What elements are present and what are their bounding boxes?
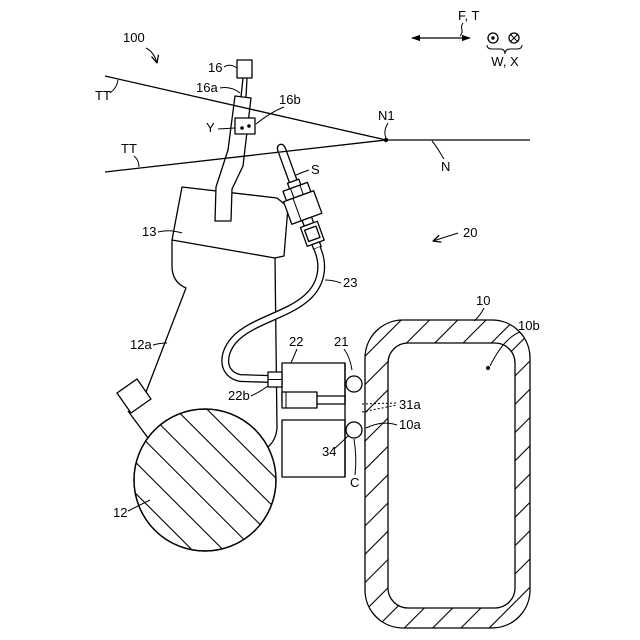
label-16a: 16a bbox=[196, 80, 218, 95]
label-12a: 12a bbox=[130, 337, 152, 352]
label-21: 21 bbox=[334, 334, 348, 349]
label-10a: 10a bbox=[399, 417, 421, 432]
roller-lower bbox=[346, 422, 362, 438]
wheel-10 bbox=[365, 320, 530, 628]
label-y: Y bbox=[206, 120, 215, 135]
label-20: 20 bbox=[463, 225, 477, 240]
direction-label-ft: F, T bbox=[458, 8, 479, 23]
mount-point-right bbox=[247, 124, 251, 128]
rod-end-16 bbox=[237, 60, 252, 78]
label-tt-upper: TT bbox=[95, 88, 111, 103]
tire-cavity-10b bbox=[388, 343, 515, 608]
sensor-mount-16b bbox=[235, 118, 255, 134]
label-22: 22 bbox=[289, 334, 303, 349]
label-n1: N1 bbox=[378, 108, 395, 123]
label-10: 10 bbox=[476, 293, 490, 308]
label-10b: 10b bbox=[518, 318, 540, 333]
point-10b bbox=[486, 366, 490, 370]
label-34: 34 bbox=[322, 444, 336, 459]
label-12: 12 bbox=[113, 505, 127, 520]
plunger-body bbox=[282, 392, 317, 408]
label-tt-lower: TT bbox=[121, 141, 137, 156]
label-100: 100 bbox=[123, 30, 145, 45]
label-22b: 22b bbox=[228, 388, 250, 403]
plunger-rod bbox=[317, 396, 345, 404]
label-c: C bbox=[350, 475, 359, 490]
label-16: 16 bbox=[208, 60, 222, 75]
mount-point-left bbox=[240, 126, 244, 130]
roller-upper bbox=[346, 376, 362, 392]
drum-hatching bbox=[134, 409, 276, 551]
label-13: 13 bbox=[142, 224, 156, 239]
label-s: S bbox=[311, 162, 320, 177]
label-31a: 31a bbox=[399, 397, 421, 412]
label-23: 23 bbox=[343, 275, 357, 290]
direction-label-wx: W, X bbox=[491, 54, 519, 69]
drum-12 bbox=[134, 409, 276, 551]
label-16b: 16b bbox=[279, 92, 301, 107]
label-n: N bbox=[441, 159, 450, 174]
point-n1-marker bbox=[384, 138, 388, 142]
